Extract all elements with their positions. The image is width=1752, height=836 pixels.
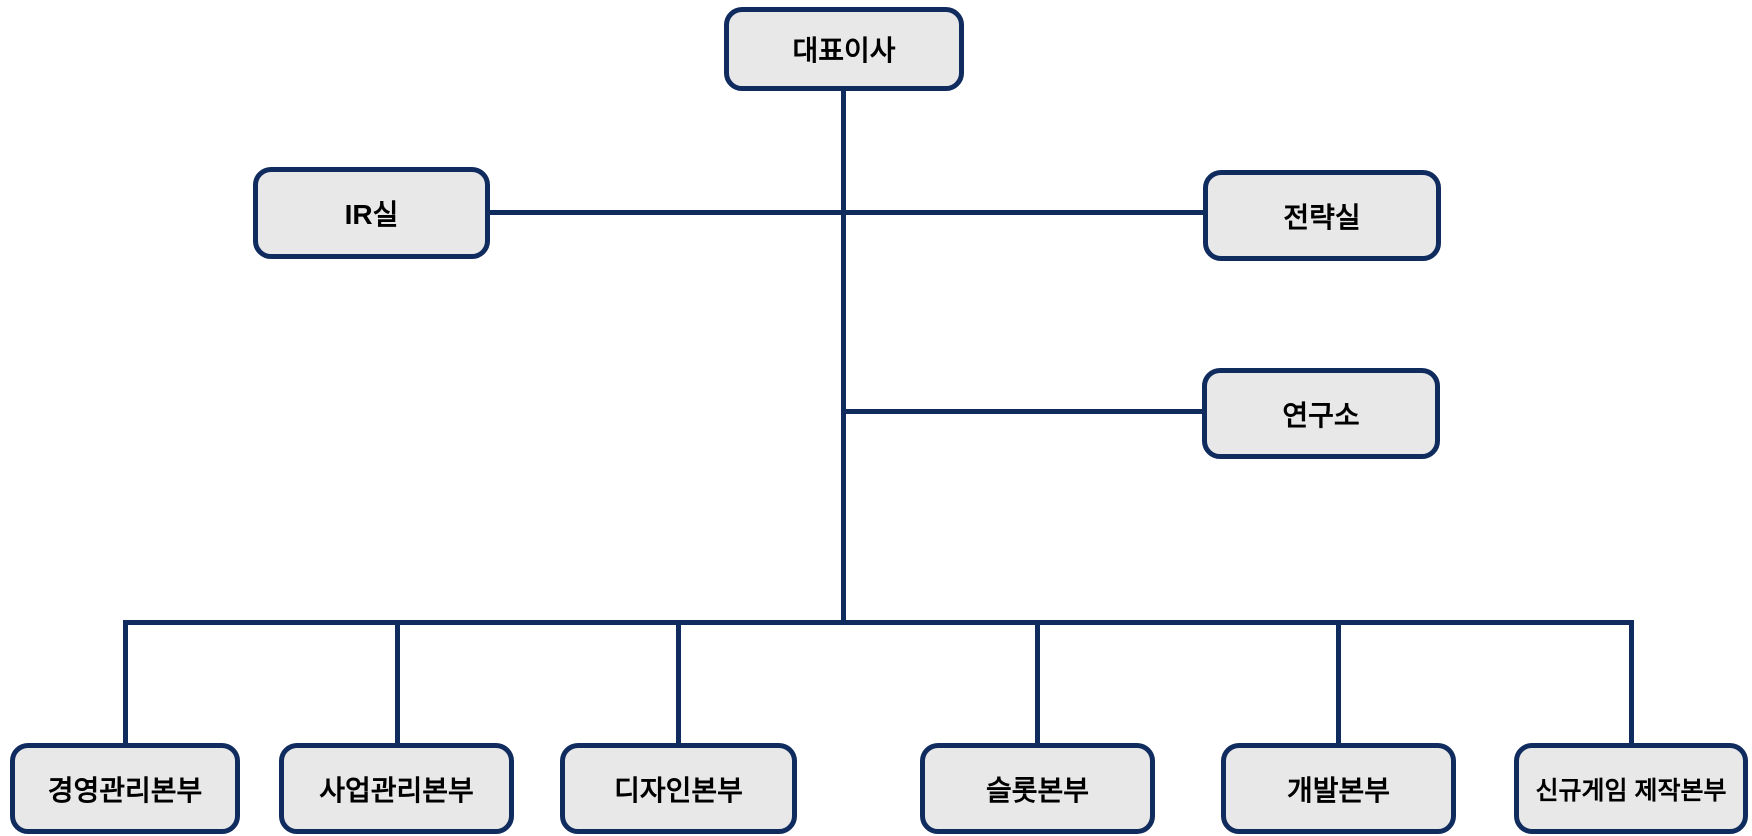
node-ir-office: IR실 — [253, 167, 490, 259]
node-division-newgame: 신규게임 제작본부 — [1514, 743, 1748, 834]
connector-trunk — [841, 90, 846, 625]
connector-drop-2 — [395, 620, 400, 743]
node-division-business: 사업관리본부 — [279, 743, 514, 834]
node-division-slot-label: 슬롯본부 — [985, 774, 1090, 806]
connector-staff-row — [490, 210, 1203, 215]
node-division-management: 경영관리본부 — [10, 743, 240, 834]
node-division-development-label: 개발본부 — [1286, 774, 1391, 806]
connector-divisions-rail — [123, 620, 1634, 625]
connector-drop-3 — [676, 620, 681, 743]
node-division-development: 개발본부 — [1221, 743, 1456, 834]
node-division-newgame-label: 신규게임 제작본부 — [1535, 776, 1727, 805]
node-strategy-office-label: 전략실 — [1283, 201, 1361, 233]
connector-drop-1 — [123, 620, 128, 743]
node-ir-office-label: IR실 — [344, 199, 399, 230]
node-division-management-label: 경영관리본부 — [47, 774, 203, 806]
node-division-design-label: 디자인본부 — [614, 774, 743, 806]
node-ceo: 대표이사 — [724, 7, 964, 91]
node-division-business-label: 사업관리본부 — [319, 774, 474, 806]
connector-research — [843, 409, 1202, 414]
node-ceo-label: 대표이사 — [792, 35, 896, 66]
connector-drop-5 — [1336, 620, 1341, 743]
node-research-institute-label: 연구소 — [1282, 399, 1360, 431]
node-division-design: 디자인본부 — [560, 743, 797, 834]
node-strategy-office: 전략실 — [1203, 170, 1441, 261]
connector-drop-6 — [1629, 620, 1634, 743]
connector-drop-4 — [1035, 620, 1040, 743]
node-division-slot: 슬롯본부 — [920, 743, 1155, 834]
node-research-institute: 연구소 — [1202, 368, 1440, 459]
